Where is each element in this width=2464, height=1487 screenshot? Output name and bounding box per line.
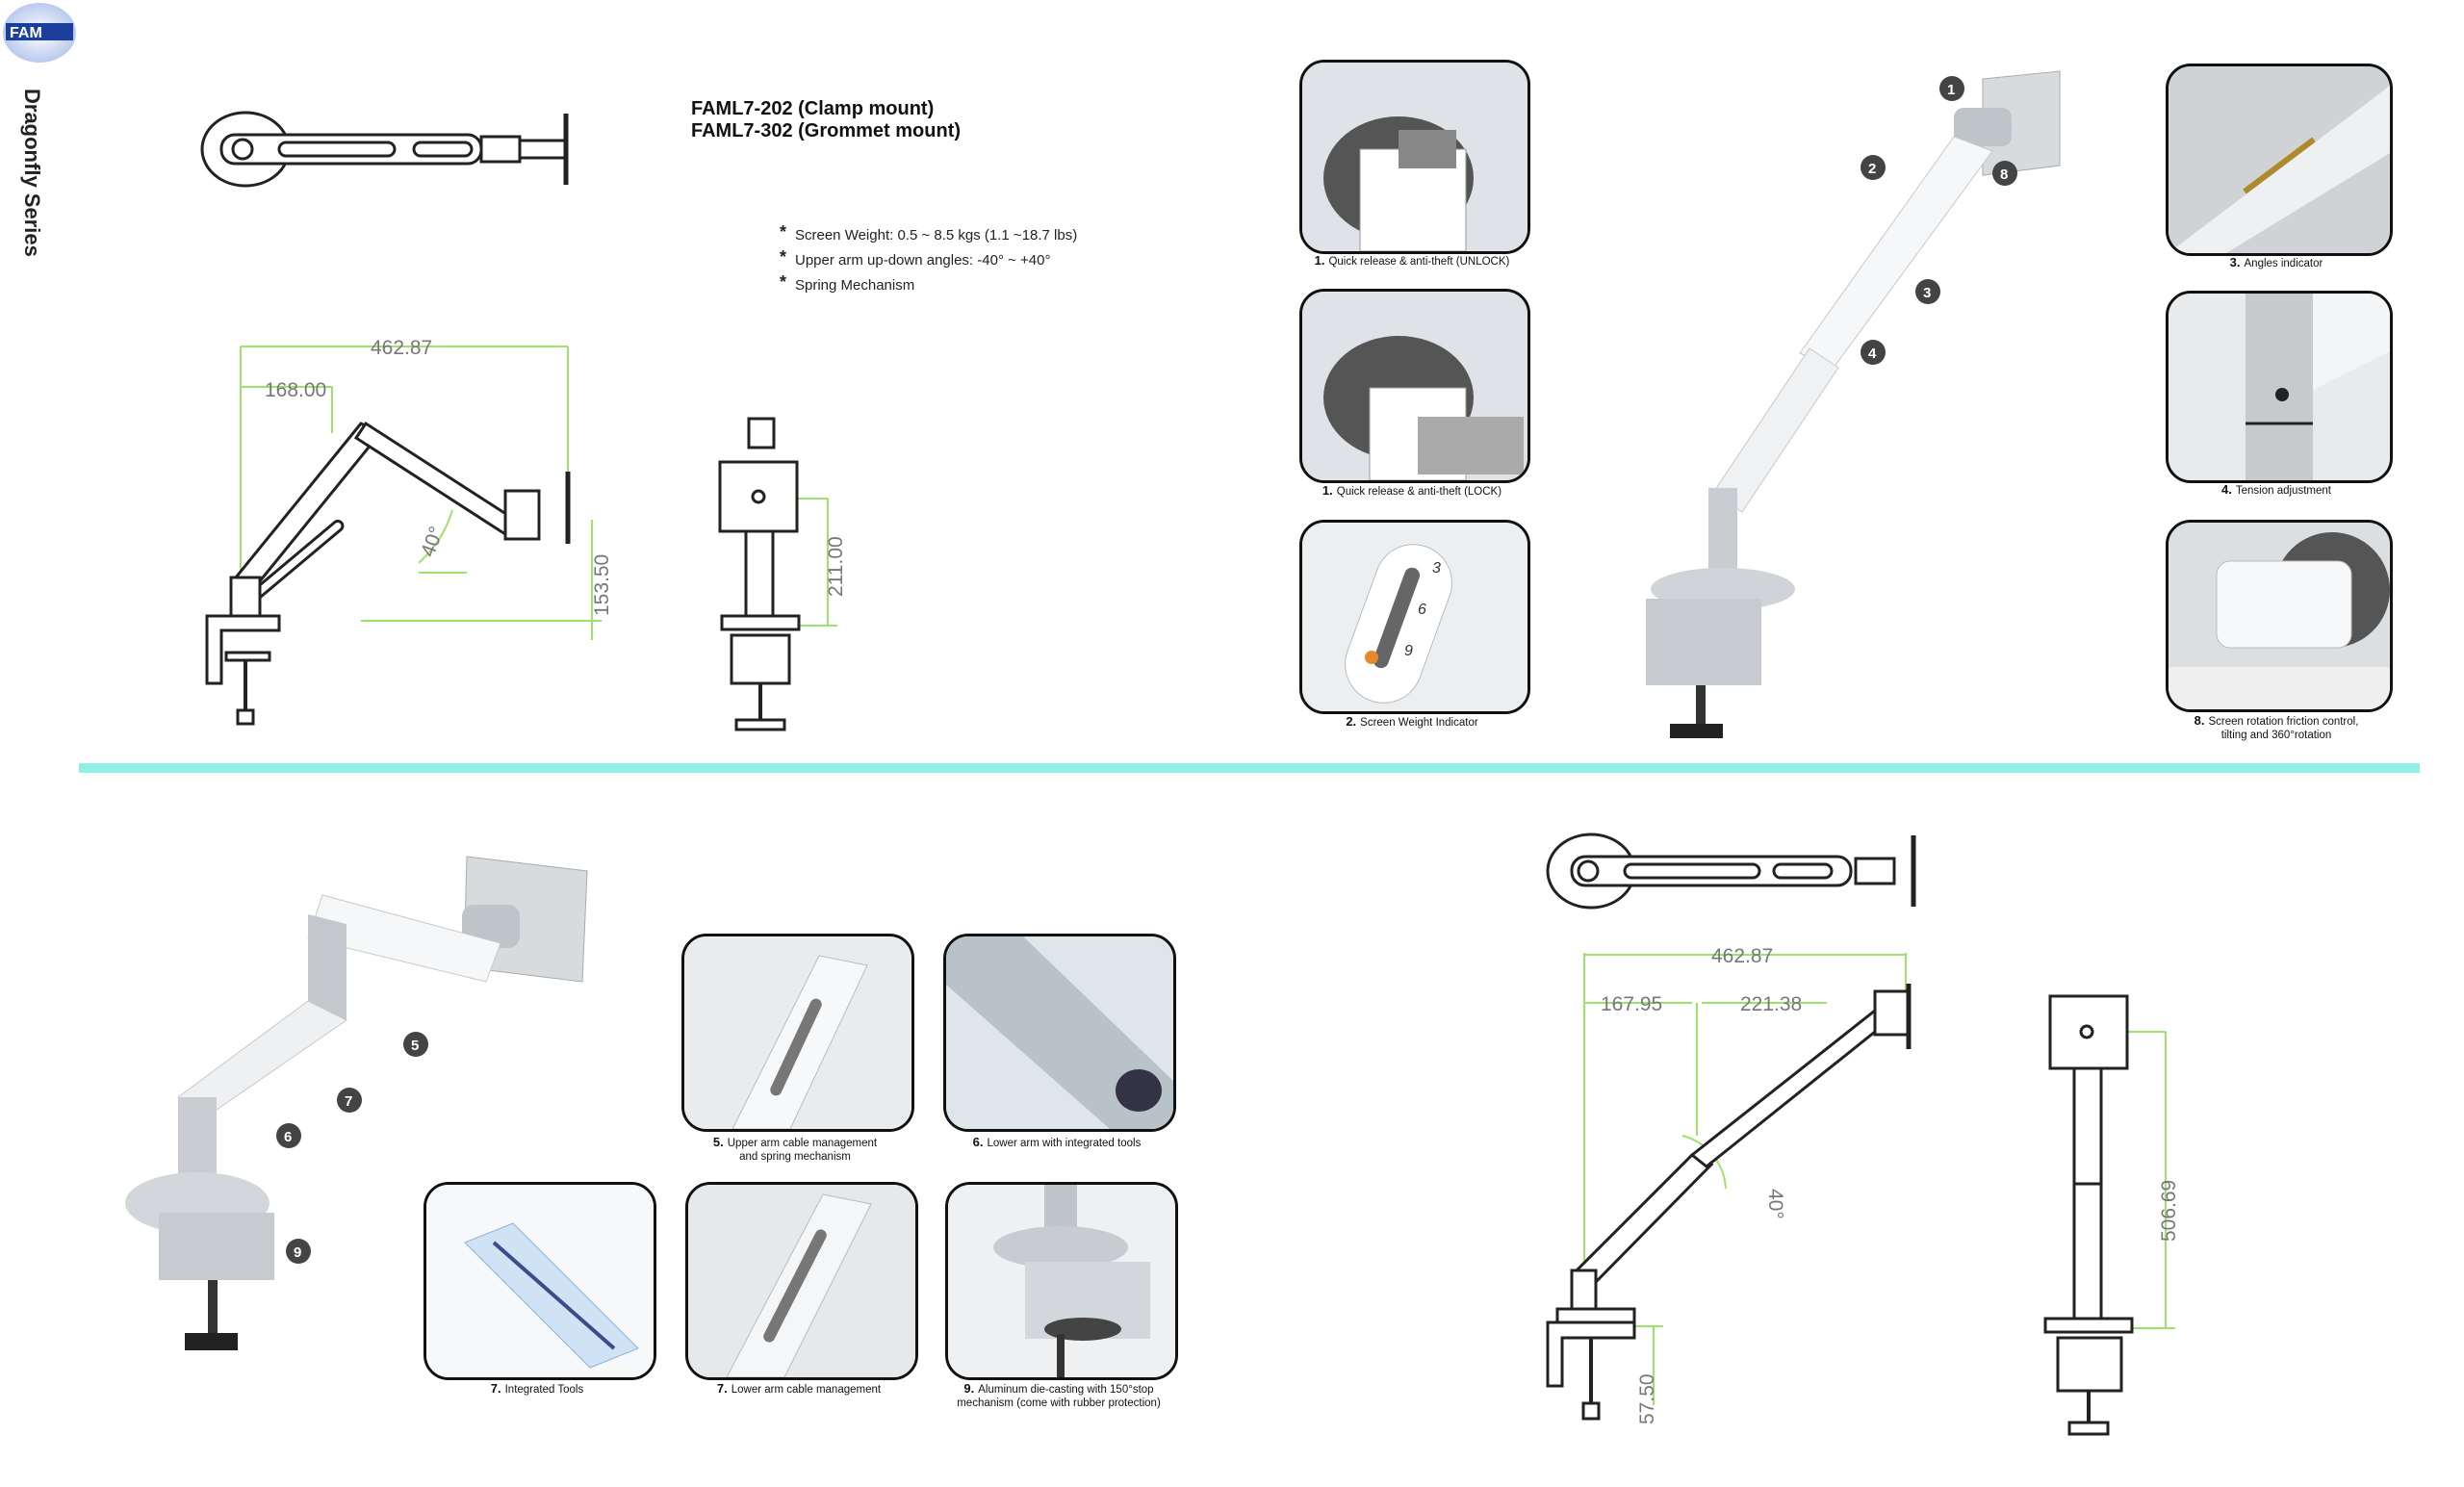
caption-lower-arm-tools: 6.Lower arm with integrated tools: [972, 1135, 1142, 1150]
dim-angle: 40°: [417, 524, 448, 560]
photo-lower-arm-cable: [685, 1182, 918, 1380]
section-divider: [79, 763, 2420, 773]
callout-5: 5: [411, 1038, 419, 1054]
side-drawing-bottom: 462.87 167.95 221.38 40° 57.50: [1538, 943, 1942, 1444]
photo-integrated-tools: [424, 1182, 656, 1380]
dim-side-height: 211.00: [825, 536, 847, 597]
caption-upper-arm-cable: 5.Upper arm cable management and spring …: [712, 1135, 878, 1164]
photo-tension-adjustment: [2166, 291, 2393, 483]
model-clamp: FAML7-202 (Clamp mount): [691, 98, 935, 119]
caption-die-casting: 9.Aluminum die-casting with 150°stop mec…: [957, 1381, 1161, 1410]
photo-upper-arm-cable: [681, 934, 914, 1132]
callout-6: 6: [284, 1129, 292, 1145]
model-names: FAML7-202 (Clamp mount) FAML7-302 (Gromm…: [691, 98, 961, 142]
dim-width-bottom: 462.87: [1711, 945, 1773, 967]
series-title-text: Dragonfly Series: [20, 89, 44, 257]
photo-rotation-friction: [2166, 520, 2393, 712]
logo-text: FAM: [10, 25, 42, 41]
callout-9: 9: [294, 1244, 301, 1261]
weight-mark-3: 3: [1432, 560, 1441, 577]
front-drawing-top: 211.00: [703, 414, 847, 741]
arm-render-bottom: 5 6 7 9: [116, 847, 597, 1386]
photo-die-casting: [945, 1182, 1178, 1380]
caption-tension-adjustment: 4.Tension adjustment: [2221, 482, 2331, 498]
brand-logo: FAM: [2, 2, 77, 64]
series-title: Dragonfly Series: [15, 89, 54, 271]
dim-side-height-bottom: 506.69: [2158, 1180, 2180, 1242]
caption-lock: 1.Quick release & anti-theft (LOCK): [1322, 483, 1502, 499]
spec-weight: Screen Weight: 0.5 ~ 8.5 kgs (1.1 ~18.7 …: [780, 219, 1077, 248]
photo-angles-indicator: [2166, 64, 2393, 256]
model-grommet: FAML7-302 (Grommet mount): [691, 120, 962, 141]
front-drawing-bottom: 506.69: [2031, 991, 2185, 1444]
callout-7: 7: [345, 1093, 352, 1110]
callout-2: 2: [1868, 161, 1876, 177]
spec-angles: Upper arm up-down angles: -40° ~ +40°: [780, 244, 1077, 273]
caption-rotation-friction: 8.Screen rotation friction control, tilt…: [2194, 713, 2359, 742]
callout-1: 1: [1947, 82, 1955, 98]
photo-unlock: [1299, 60, 1530, 254]
callout-4: 4: [1868, 346, 1877, 362]
photo-lock: [1299, 289, 1530, 483]
side-drawing-top: 462.87 168.00 40° 153.50: [188, 327, 621, 741]
spec-mechanism: Spring Mechanism: [780, 269, 1077, 298]
caption-integrated-tools: 7.Integrated Tools: [490, 1381, 584, 1397]
caption-lower-arm-cable: 7.Lower arm cable management: [716, 1381, 882, 1397]
photo-lower-arm-tools: [943, 934, 1176, 1132]
top-view-drawing: [192, 106, 578, 192]
caption-weight-indicator: 2.Screen Weight Indicator: [1346, 714, 1478, 730]
dim-angle-bottom: 40°: [1764, 1189, 1786, 1219]
callout-8: 8: [2000, 167, 2008, 183]
callout-3: 3: [1923, 285, 1931, 301]
arm-render-top: 1 2 3 4 8: [1617, 60, 2118, 743]
dim-base: 57.50: [1636, 1373, 1658, 1424]
dim-width: 462.87: [371, 337, 432, 359]
caption-unlock: 1.Quick release & anti-theft (UNLOCK): [1314, 253, 1510, 269]
caption-angles-indicator: 3.Angles indicator: [2229, 255, 2323, 270]
weight-mark-9: 9: [1404, 643, 1413, 659]
dim-inner-a: 167.95: [1601, 993, 1662, 1015]
photo-weight-indicator: 3 6 9: [1299, 520, 1530, 714]
weight-mark-6: 6: [1418, 602, 1426, 618]
top-view-drawing-bottom: [1538, 828, 1923, 914]
spec-list: Screen Weight: 0.5 ~ 8.5 kgs (1.1 ~18.7 …: [780, 219, 1077, 298]
dim-height: 153.50: [591, 554, 613, 616]
dim-inner: 168.00: [265, 379, 326, 401]
dim-inner-b: 221.38: [1740, 993, 1802, 1015]
